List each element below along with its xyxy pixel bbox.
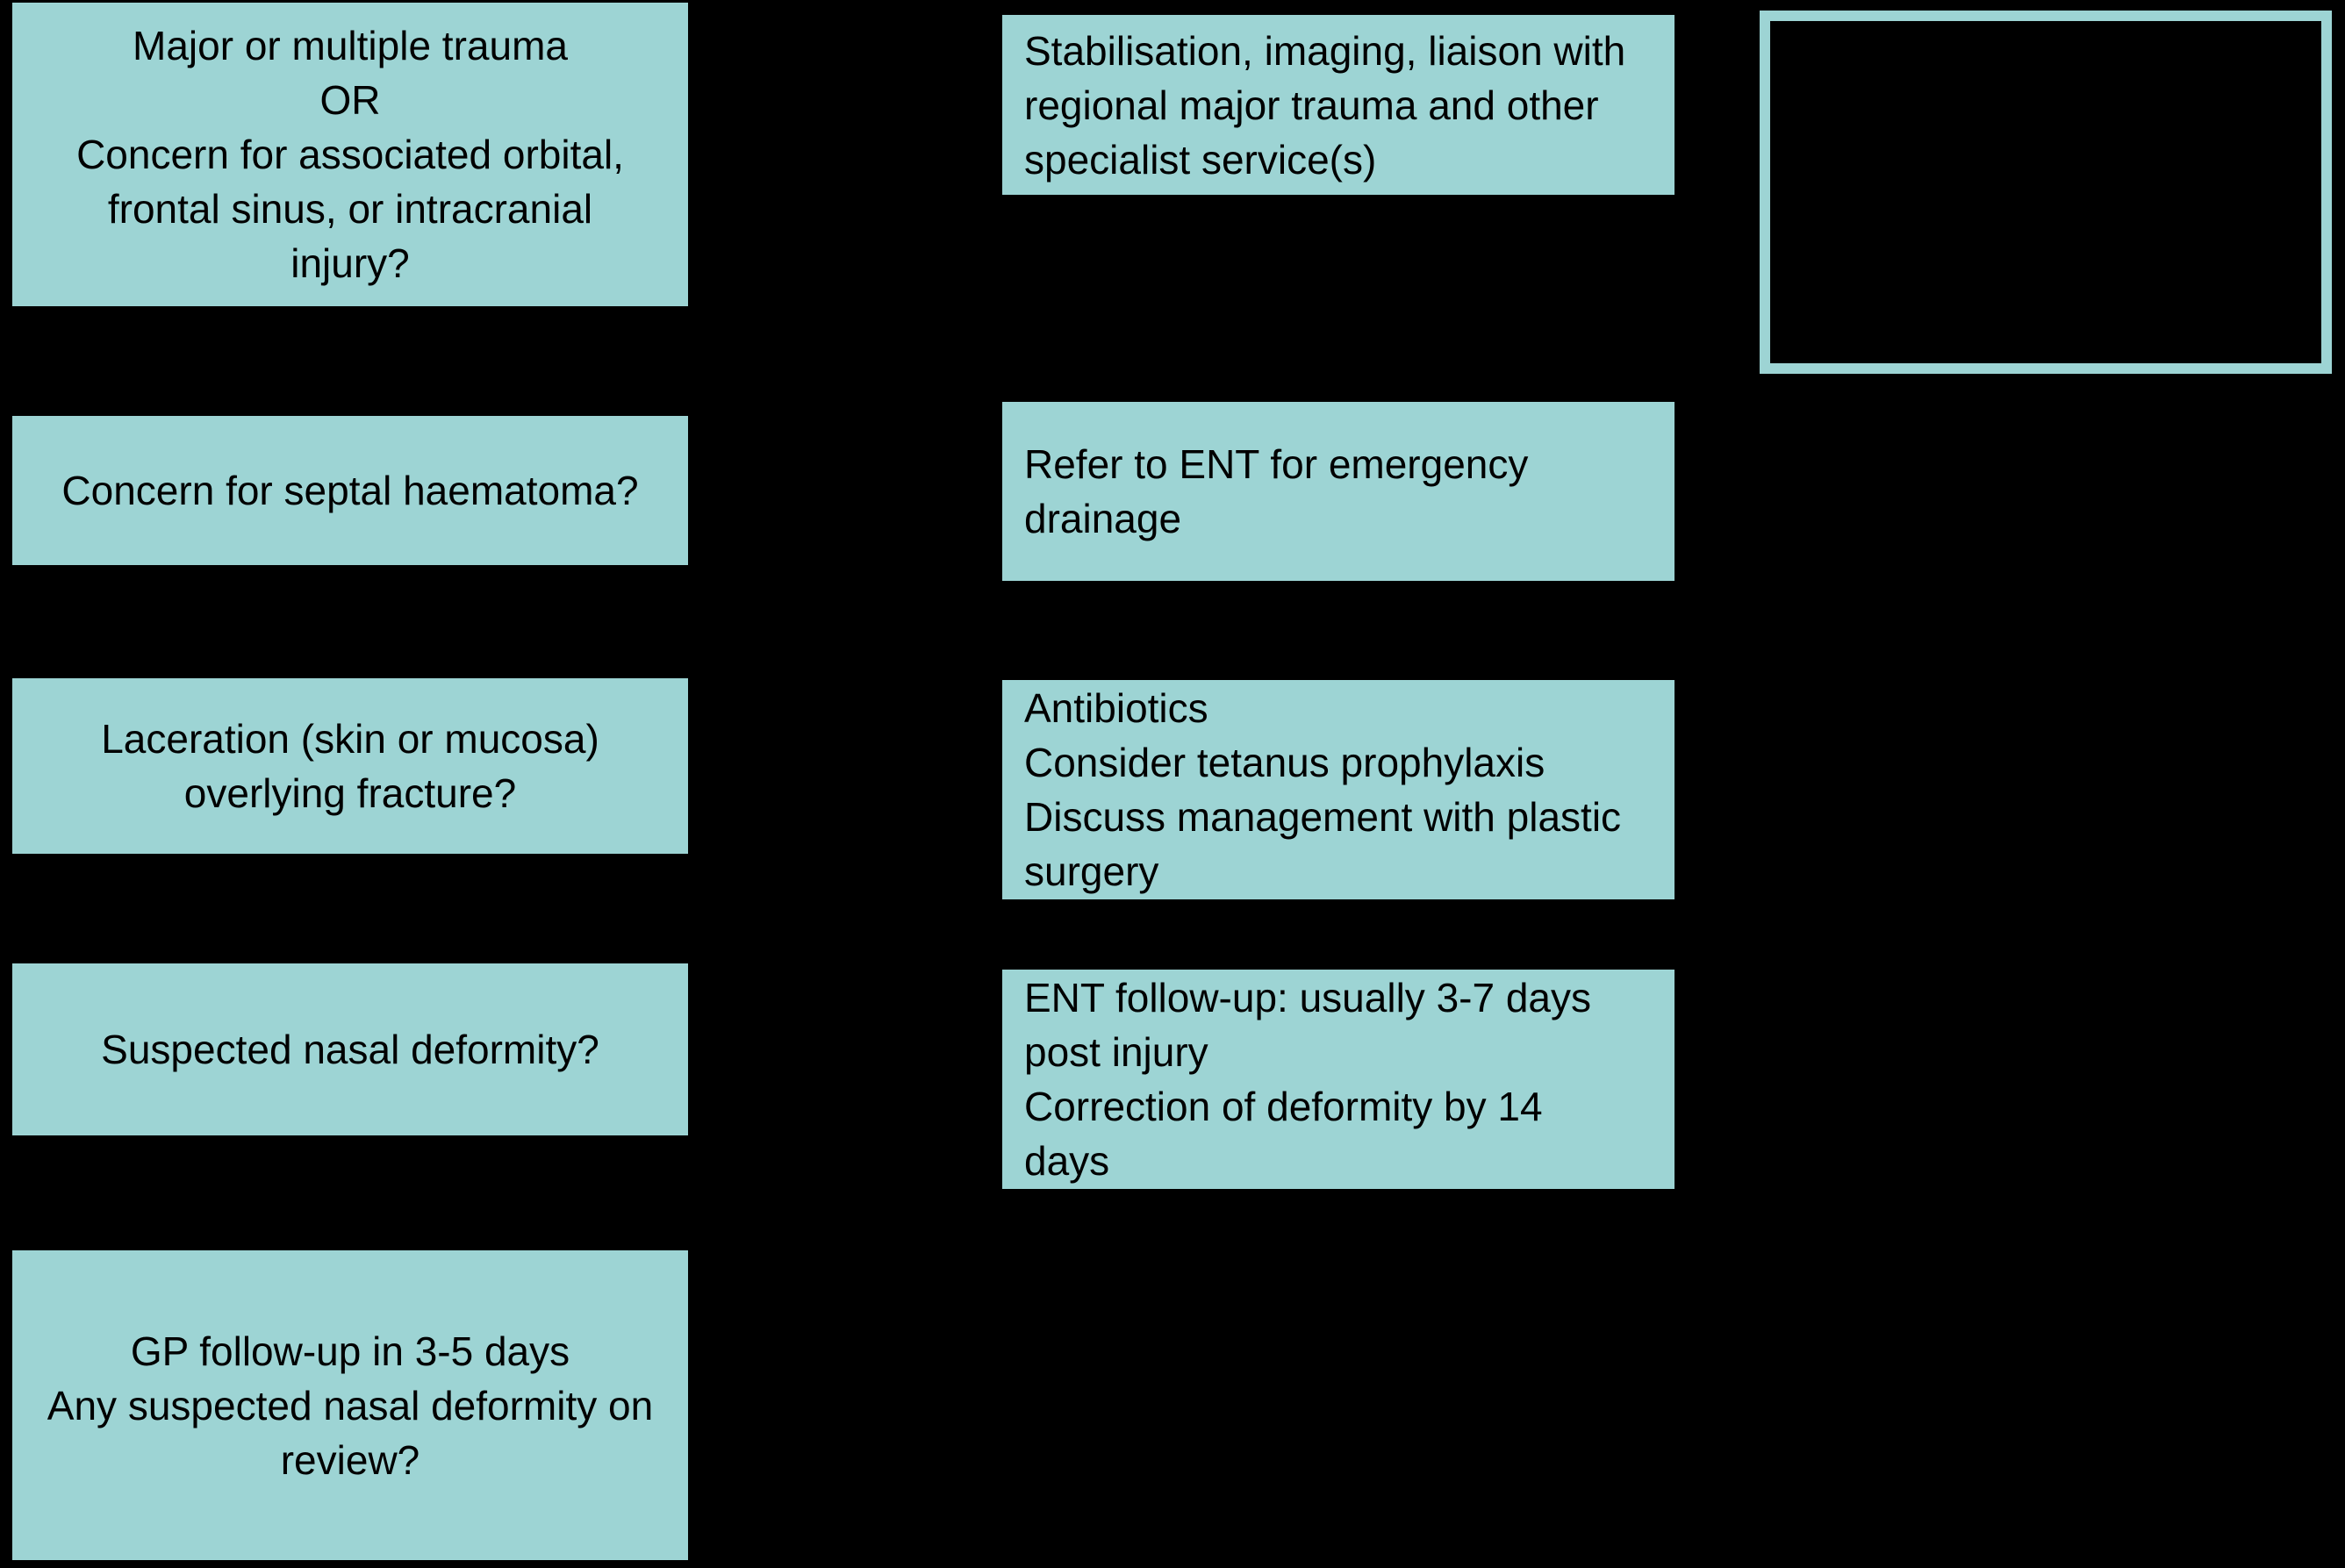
decision-box-major-trauma-text: Major or multiple trauma OR Concern for … [76, 23, 624, 286]
legend-box-empty [1760, 11, 2332, 374]
decision-box-nasal-deformity-text: Suspected nasal deformity? [101, 1027, 599, 1072]
decision-box-gp-follow-up-text: GP follow-up in 3-5 days Any suspected n… [47, 1328, 654, 1483]
action-box-antibiotics: Antibiotics Consider tetanus prophylaxis… [1002, 680, 1674, 899]
decision-box-laceration: Laceration (skin or mucosa) overlying fr… [12, 678, 688, 854]
decision-box-septal-haematoma: Concern for septal haematoma? [12, 416, 688, 565]
action-box-ent-follow-up: ENT follow-up: usually 3-7 days post inj… [1002, 970, 1674, 1189]
action-box-refer-ent-text: Refer to ENT for emergency drainage [1024, 441, 1529, 541]
action-box-stabilisation-text: Stabilisation, imaging, liaison with reg… [1024, 27, 1626, 183]
action-box-refer-ent: Refer to ENT for emergency drainage [1002, 402, 1674, 581]
action-box-ent-follow-up-text: ENT follow-up: usually 3-7 days post inj… [1024, 975, 1591, 1184]
decision-box-laceration-text: Laceration (skin or mucosa) overlying fr… [101, 716, 599, 816]
decision-box-gp-follow-up: GP follow-up in 3-5 days Any suspected n… [12, 1250, 688, 1560]
decision-box-septal-haematoma-text: Concern for septal haematoma? [61, 468, 639, 513]
action-box-stabilisation: Stabilisation, imaging, liaison with reg… [1002, 15, 1674, 195]
decision-box-nasal-deformity: Suspected nasal deformity? [12, 963, 688, 1135]
decision-box-major-trauma: Major or multiple trauma OR Concern for … [12, 3, 688, 306]
action-box-antibiotics-text: Antibiotics Consider tetanus prophylaxis… [1024, 685, 1622, 894]
